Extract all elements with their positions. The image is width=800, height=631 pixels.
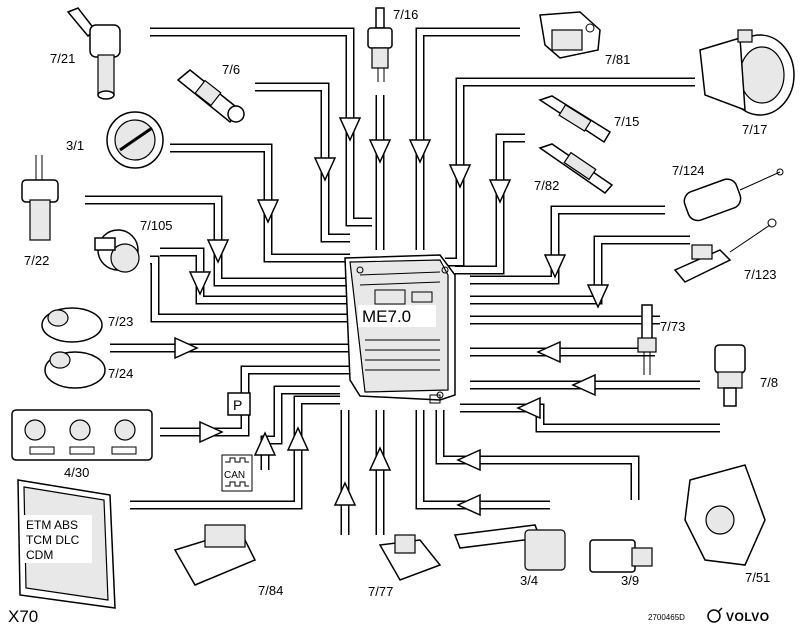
switch-3-4-icon bbox=[453, 524, 566, 571]
can-label: CAN bbox=[224, 470, 245, 481]
label-7-73: 7/73 bbox=[660, 319, 685, 334]
label-7-24: 7/24 bbox=[108, 366, 133, 381]
label-7-77: 7/77 bbox=[368, 584, 393, 599]
label-7-17: 7/17 bbox=[742, 122, 767, 137]
label-7-15: 7/15 bbox=[614, 114, 639, 129]
module-label-3: CDM bbox=[26, 548, 53, 562]
module-box-icon: ETM ABS TCM DLC CDM bbox=[17, 479, 116, 609]
label-7-22: 7/22 bbox=[24, 253, 49, 268]
p-label: P bbox=[233, 397, 242, 413]
sensor-7-77-icon bbox=[378, 534, 442, 581]
module-label-1: ETM ABS bbox=[26, 518, 78, 532]
flow-arrows bbox=[174, 117, 610, 517]
module-label-2: TCM DLC bbox=[26, 533, 80, 547]
sensor-7-6-icon bbox=[176, 69, 245, 124]
switch-3-9-icon bbox=[589, 539, 653, 573]
sensor-7-22-icon bbox=[21, 155, 59, 241]
label-7-16: 7/16 bbox=[393, 7, 418, 22]
label-7-8: 7/8 bbox=[760, 375, 778, 390]
ecu-module: ME7.0 bbox=[344, 254, 456, 404]
pedal-sensor-7-51-icon bbox=[684, 464, 766, 566]
volvo-logo: VOLVO bbox=[707, 607, 770, 624]
ecu-label: ME7.0 bbox=[362, 307, 411, 326]
label-3-1: 3/1 bbox=[66, 138, 84, 153]
sensor-7-21-icon bbox=[66, 7, 121, 100]
label-7-51: 7/51 bbox=[745, 570, 770, 585]
label-7-105: 7/105 bbox=[140, 218, 173, 233]
sensor-7-81-icon bbox=[539, 11, 601, 59]
sensor-7-82-icon bbox=[538, 143, 614, 194]
label-7-84: 7/84 bbox=[258, 583, 283, 598]
sensor-7-17-icon bbox=[699, 29, 795, 116]
brand-label: VOLVO bbox=[726, 610, 770, 624]
sensor-7-15-icon bbox=[538, 95, 612, 144]
sensor-7-8-icon bbox=[714, 344, 746, 407]
sensor-7-73-icon bbox=[637, 304, 657, 375]
label-7-81: 7/81 bbox=[605, 52, 630, 67]
sensor-7-123-icon bbox=[673, 218, 777, 283]
component-labels: 7/21 7/16 7/81 7/6 7/17 7/15 3/1 7/82 7/… bbox=[24, 7, 778, 599]
valve-7-84-icon bbox=[173, 524, 257, 586]
valve-7-124-icon bbox=[683, 168, 784, 222]
label-3-4: 3/4 bbox=[520, 573, 538, 588]
knock-sensor-7-24-icon bbox=[44, 351, 106, 389]
label-7-82: 7/82 bbox=[534, 178, 559, 193]
label-7-23: 7/23 bbox=[108, 314, 133, 329]
label-7-6: 7/6 bbox=[222, 62, 240, 77]
label-7-21: 7/21 bbox=[50, 51, 75, 66]
sensor-7-105-icon bbox=[94, 229, 140, 273]
knock-sensor-7-23-icon bbox=[41, 307, 103, 343]
figure-id: X70 bbox=[8, 607, 38, 626]
control-panel-4-30-icon bbox=[11, 409, 153, 461]
park-indicator: P bbox=[227, 392, 251, 416]
figure-code: 2700465D bbox=[648, 613, 685, 622]
switch-3-1-icon bbox=[106, 111, 164, 169]
label-7-123: 7/123 bbox=[744, 267, 777, 282]
label-3-9: 3/9 bbox=[621, 573, 639, 588]
sensor-7-16-icon bbox=[367, 7, 393, 82]
label-4-30: 4/30 bbox=[64, 465, 89, 480]
can-bus-icon: CAN bbox=[221, 454, 253, 492]
label-7-124: 7/124 bbox=[672, 163, 705, 178]
